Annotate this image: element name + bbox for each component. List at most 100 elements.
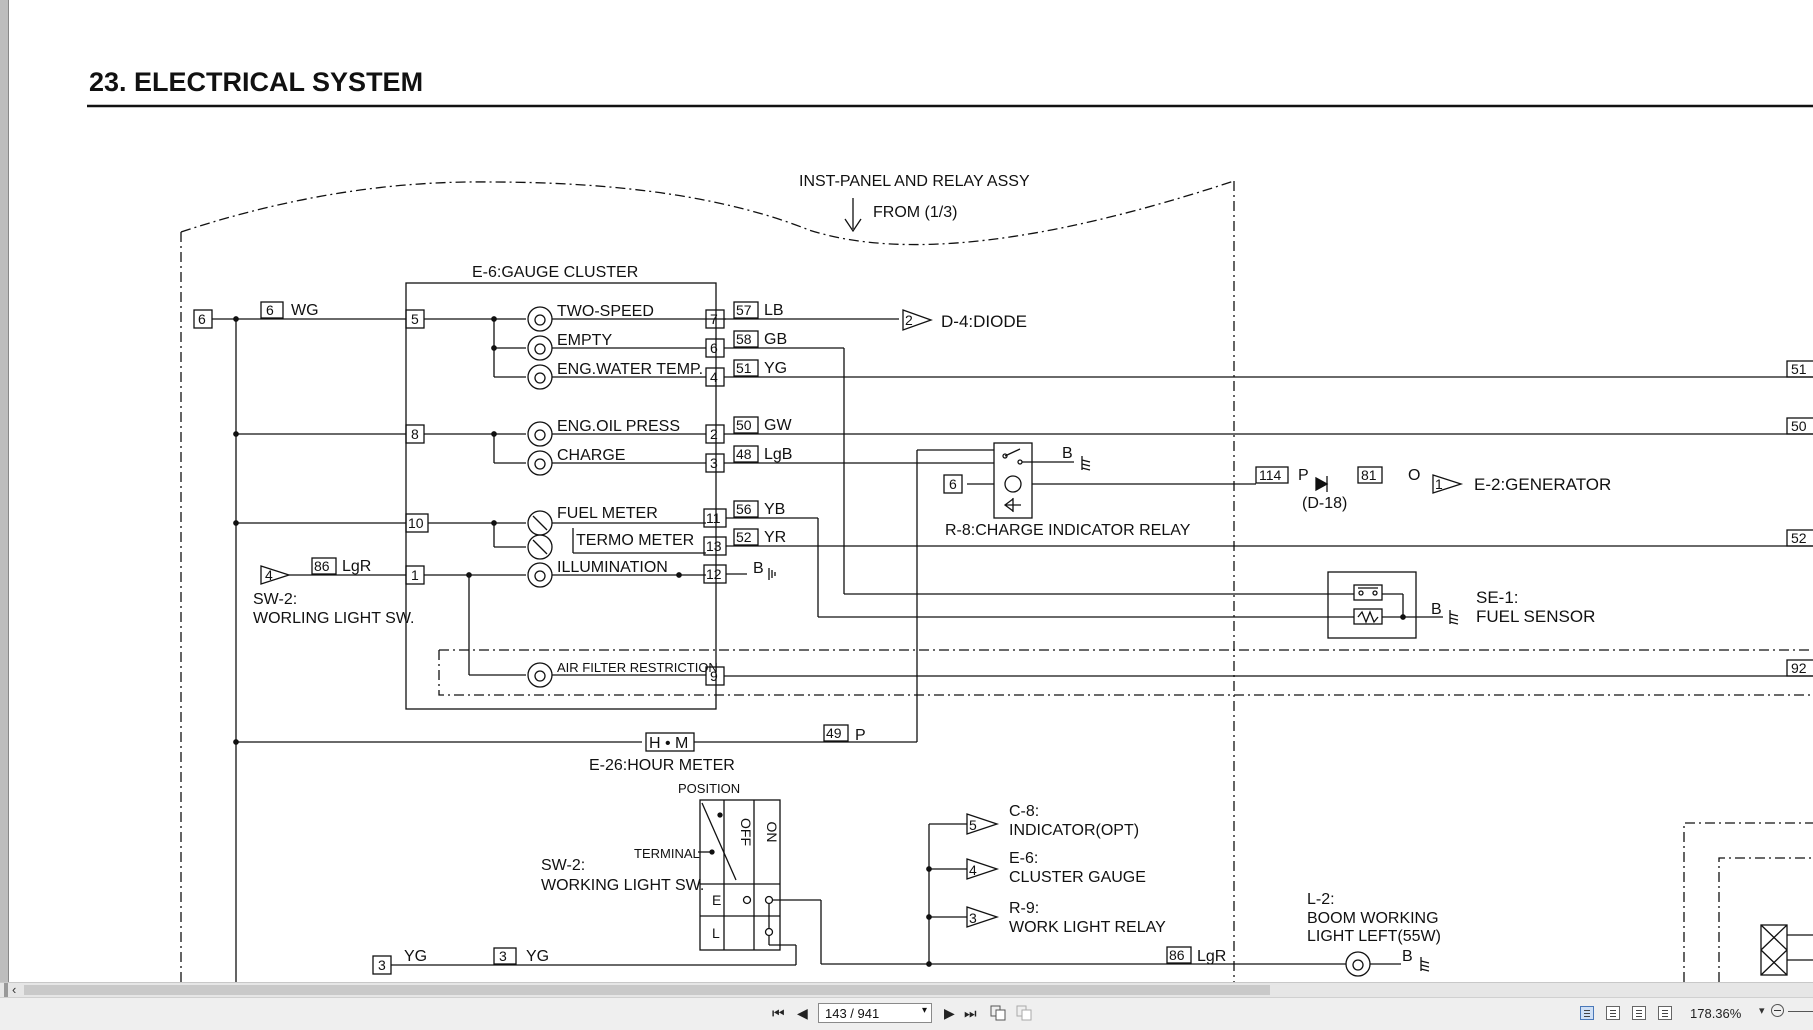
svg-text:51: 51 <box>736 360 752 376</box>
sw2-upper-label: WORLING LIGHT SW. <box>253 610 415 627</box>
scroll-left-icon[interactable]: ‹ <box>12 982 17 997</box>
zoom-dropdown-icon[interactable]: ▾ <box>1759 1005 1765 1017</box>
wiring-diagram: 23. ELECTRICAL SYSTEM INST-PANEL AND REL… <box>87 67 1813 982</box>
horizontal-scrollbar[interactable]: ‹ <box>0 982 1813 997</box>
svg-text:81: 81 <box>1361 467 1377 483</box>
zoom-slider[interactable] <box>1788 1011 1813 1012</box>
svg-text:ON: ON <box>764 822 780 843</box>
copy-page-icon[interactable] <box>990 1005 1006 1021</box>
svg-text:WG: WG <box>291 302 319 319</box>
svg-text:L-2:: L-2: <box>1307 891 1335 908</box>
svg-text:2: 2 <box>905 312 913 328</box>
svg-text:LgR: LgR <box>1197 948 1226 965</box>
svg-text:TWO-SPEED: TWO-SPEED <box>557 303 654 320</box>
svg-text:EMPTY: EMPTY <box>557 332 612 349</box>
svg-text:TERMINAL: TERMINAL <box>634 846 700 861</box>
svg-text:YG: YG <box>764 360 787 377</box>
svg-text:R-9:: R-9: <box>1009 900 1039 917</box>
prev-page-icon[interactable]: ◀ <box>797 1005 808 1021</box>
svg-text:52: 52 <box>1791 530 1807 546</box>
svg-text:E-6:: E-6: <box>1009 850 1038 867</box>
generator-label: E-2:GENERATOR <box>1474 475 1611 494</box>
zoom-out-icon[interactable] <box>1771 1004 1784 1017</box>
gauge-symbols <box>527 306 553 688</box>
svg-text:57: 57 <box>736 302 752 318</box>
svg-text:YB: YB <box>764 501 785 518</box>
svg-text:6: 6 <box>949 476 957 492</box>
continuous-facing-view-icon[interactable] <box>1658 1006 1672 1020</box>
svg-text:AIR FILTER RESTRICTION: AIR FILTER RESTRICTION <box>557 660 718 675</box>
svg-text:58: 58 <box>736 331 752 347</box>
svg-text:5: 5 <box>411 311 419 327</box>
svg-text:SW-2:: SW-2: <box>541 857 585 874</box>
svg-text:6: 6 <box>198 311 206 327</box>
svg-text:114: 114 <box>1259 467 1282 483</box>
svg-text:3: 3 <box>378 957 386 973</box>
svg-text:5: 5 <box>969 817 977 833</box>
svg-text:13: 13 <box>706 538 722 554</box>
svg-text:SW-2:: SW-2: <box>253 591 297 608</box>
svg-text:8: 8 <box>411 426 419 442</box>
svg-text:CHARGE: CHARGE <box>557 447 625 464</box>
svg-text:3: 3 <box>710 455 718 471</box>
gauge-cluster-label: E-6:GAUGE CLUSTER <box>472 264 638 281</box>
svg-text:SE-1:: SE-1: <box>1476 588 1519 607</box>
svg-text:C-8:: C-8: <box>1009 803 1039 820</box>
svg-text:49: 49 <box>826 725 842 741</box>
svg-text:56: 56 <box>736 501 752 517</box>
scrollbar-thumb[interactable] <box>24 985 1270 995</box>
svg-text:H • M: H • M <box>649 735 688 752</box>
pdf-page: 23. ELECTRICAL SYSTEM INST-PANEL AND REL… <box>8 0 1813 982</box>
svg-text:51: 51 <box>1791 361 1807 377</box>
boom-light-label: LIGHT LEFT(55W) <box>1307 928 1441 945</box>
zoom-level[interactable]: 178.36% <box>1690 1006 1742 1021</box>
svg-text:LgB: LgB <box>764 446 792 463</box>
svg-text:50: 50 <box>1791 418 1807 434</box>
svg-text:YG: YG <box>404 948 427 965</box>
paste-page-icon[interactable] <box>1016 1005 1032 1021</box>
svg-text:9: 9 <box>710 668 718 684</box>
svg-text:POSITION: POSITION <box>678 781 740 796</box>
svg-text:TERMO METER: TERMO METER <box>576 532 694 549</box>
svg-text:FUEL METER: FUEL METER <box>557 505 658 522</box>
svg-text:4: 4 <box>969 862 977 878</box>
next-page-icon[interactable]: ▶ <box>944 1005 955 1021</box>
svg-text:(D-18): (D-18) <box>1302 495 1347 512</box>
svg-text:1: 1 <box>1435 476 1443 492</box>
svg-text:3: 3 <box>499 948 507 964</box>
svg-text:O: O <box>1408 467 1420 484</box>
chevron-down-icon[interactable]: ▾ <box>921 1005 927 1016</box>
svg-text:50: 50 <box>736 417 752 433</box>
svg-text:L: L <box>712 925 720 941</box>
assy-label: INST-PANEL AND RELAY ASSY <box>799 173 1030 190</box>
svg-text:86: 86 <box>314 558 330 574</box>
document-viewport[interactable]: 23. ELECTRICAL SYSTEM INST-PANEL AND REL… <box>0 0 1813 982</box>
diode-label: D-4:DIODE <box>941 312 1027 331</box>
from-label: FROM (1/3) <box>873 204 957 221</box>
svg-text:12: 12 <box>706 566 722 582</box>
facing-view-icon[interactable] <box>1632 1006 1646 1020</box>
svg-text:3: 3 <box>969 910 977 926</box>
svg-text:ENG.OIL PRESS: ENG.OIL PRESS <box>557 418 680 435</box>
svg-text:B: B <box>1062 445 1073 462</box>
last-page-icon[interactable]: ⏭ <box>964 1005 977 1021</box>
page-number-input[interactable]: 143 / 941 ▾ <box>818 1003 932 1023</box>
svg-text:P: P <box>1298 467 1309 484</box>
hour-meter-label: E-26:HOUR METER <box>589 757 735 774</box>
svg-text:ENG.WATER TEMP.: ENG.WATER TEMP. <box>557 361 703 378</box>
charge-relay-label: R-8:CHARGE INDICATOR RELAY <box>945 522 1191 539</box>
sw2-lower-label: WORKING LIGHT SW. <box>541 877 704 894</box>
svg-text:10: 10 <box>408 515 424 531</box>
svg-text:B: B <box>1431 601 1442 618</box>
svg-text:GB: GB <box>764 331 787 348</box>
gauge-cluster-box <box>405 282 717 710</box>
svg-text:7: 7 <box>710 311 718 327</box>
svg-text:2: 2 <box>710 426 718 442</box>
single-page-view-icon[interactable] <box>1580 1006 1594 1020</box>
continuous-view-icon[interactable] <box>1606 1006 1620 1020</box>
charge-relay-box <box>993 442 1033 519</box>
svg-text:48: 48 <box>736 446 752 462</box>
first-page-icon[interactable]: ⏮ <box>772 1005 785 1021</box>
svg-text:6: 6 <box>266 302 274 318</box>
svg-text:P: P <box>855 727 866 744</box>
